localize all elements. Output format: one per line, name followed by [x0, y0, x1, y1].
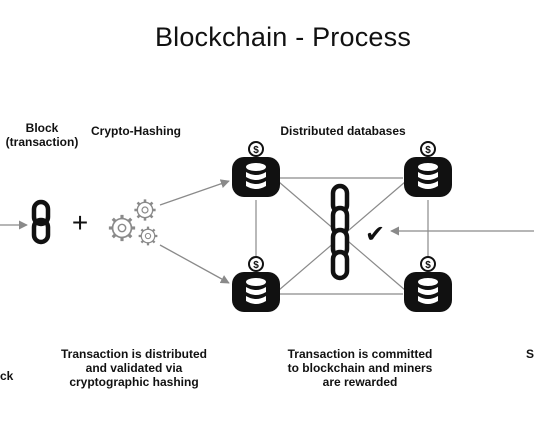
arrow-to-db-bottom-left: [159, 244, 230, 284]
label-transaction-validated: Transaction is distributed and validated…: [60, 347, 208, 389]
checkmark-icon: ✔: [365, 220, 385, 248]
diagram-title: Blockchain - Process: [154, 22, 412, 52]
coin-icon: $: [425, 145, 431, 156]
label-left-edge-fragment: ck: [0, 369, 14, 383]
label-transaction-committed: Transaction is committed to blockchain a…: [287, 347, 433, 389]
chain-link-icon: [34, 202, 48, 242]
label-right-edge-fragment: S: [526, 347, 534, 361]
label-distributed-databases: Distributed databases: [280, 124, 406, 138]
coin-icon: $: [425, 260, 431, 271]
coin-icon: $: [253, 260, 259, 271]
coin-icon: $: [253, 145, 259, 156]
arrow-to-db-top-left: [159, 179, 230, 206]
label-crypto-hashing: Crypto-Hashing: [91, 124, 181, 138]
central-chain-icon: [330, 183, 350, 281]
label-block: Block (transaction): [5, 121, 79, 149]
plus-sign: +: [72, 207, 88, 238]
gears-icon: [107, 198, 159, 247]
